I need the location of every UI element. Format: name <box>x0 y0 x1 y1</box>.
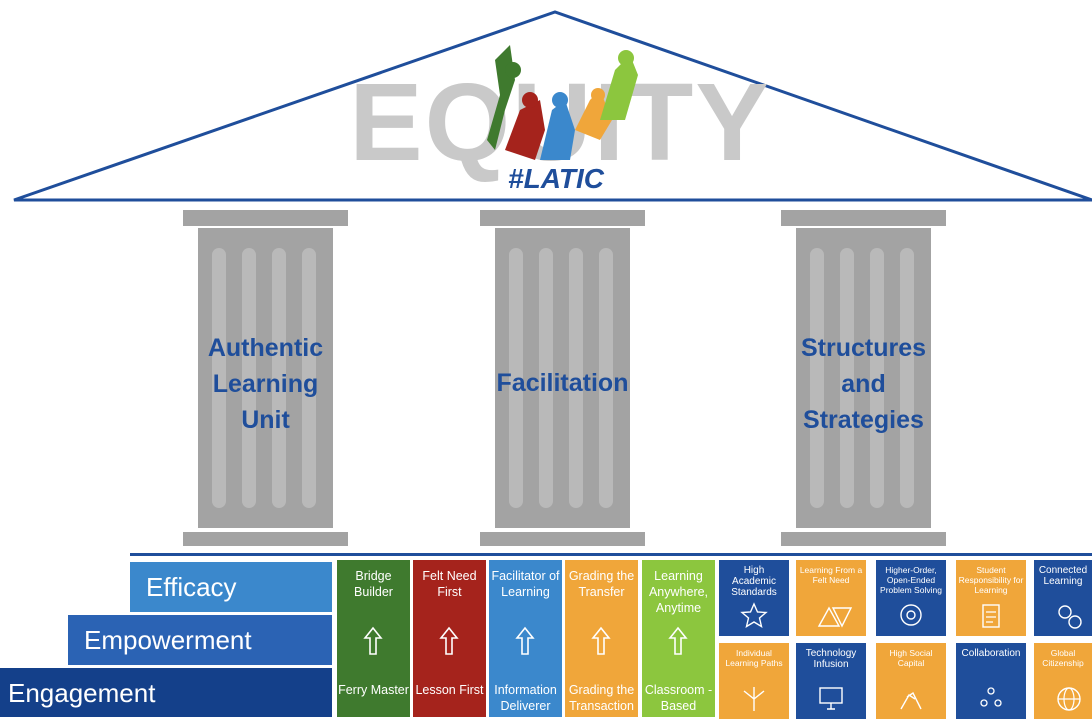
pillar-flute <box>900 248 914 508</box>
strategy-tile: Technology Infusion <box>796 643 866 719</box>
tile-label: Higher-Order, Open-Ended Problem Solving <box>880 565 942 595</box>
strategy-tile: Higher-Order, Open-Ended Problem Solving <box>876 560 946 636</box>
pillar-flute <box>810 248 824 508</box>
jumping-figures-icon <box>487 45 638 160</box>
tile-label: Learning From a Felt Need <box>799 565 863 585</box>
pillar-label-line: Authentic <box>207 334 324 362</box>
hands-icon <box>900 691 922 710</box>
pillar-shaft <box>796 228 931 528</box>
up-arrow-icon <box>591 626 611 655</box>
strategy-tile: Individual Learning Paths <box>719 643 789 719</box>
pillar-capital <box>183 210 348 226</box>
pillar-label-line: Unit <box>241 406 290 434</box>
pillar-base <box>183 532 348 546</box>
pillar-flute <box>242 248 256 508</box>
pillar-base <box>480 532 645 546</box>
strategy-tile: High Social Capital <box>876 643 946 719</box>
pillar-label-line: Facilitation <box>496 369 629 397</box>
up-arrow-icon <box>363 626 383 655</box>
head-gear-icon <box>900 604 922 626</box>
up-arrow-icon <box>515 626 535 655</box>
tile-label: Collaboration <box>961 648 1021 659</box>
transition-origin: Information Deliverer <box>494 683 557 713</box>
transition-target: Learning Anywhere, Anytime <box>648 569 709 615</box>
tile-label: Student Responsibility for Learning <box>958 565 1024 595</box>
globe-icon <box>1057 687 1081 711</box>
clipboard-icon <box>982 604 1000 628</box>
strategy-tile: Collaboration <box>956 643 1026 719</box>
tile-label: Individual Learning Paths <box>725 648 783 668</box>
up-arrow-icon <box>668 626 688 655</box>
tile-label: High Academic Standards <box>731 565 777 598</box>
transition-origin: Lesson First <box>415 683 484 697</box>
strategy-tile: Connected Learning <box>1034 560 1092 636</box>
pillar-label-line: Structures <box>800 334 927 362</box>
pillar-flute <box>870 248 884 508</box>
tile-label: Global Citizenship <box>1042 648 1084 668</box>
pillar-label-line: and <box>841 370 886 398</box>
triangles-icon <box>817 606 853 628</box>
foundation-line <box>130 553 1092 556</box>
people-icon <box>980 687 1002 707</box>
transition-target: Bridge Builder <box>354 569 393 599</box>
pillar-label: Facilitation <box>480 365 645 401</box>
pillar-label-line: Strategies <box>803 406 924 434</box>
step-label: Empowerment <box>84 625 252 655</box>
paths-icon <box>743 687 765 711</box>
pillar-flute <box>539 248 553 508</box>
step-efficacy: Efficacy <box>130 562 332 612</box>
roof-hashtag: #LATIC <box>508 163 605 194</box>
pillar-flute <box>302 248 316 508</box>
pillar-flute <box>212 248 226 508</box>
transition-target: Grading the Transfer <box>568 569 635 599</box>
tile-label: High Social Capital <box>889 648 933 668</box>
step-label: Efficacy <box>146 572 237 602</box>
computer-icon <box>819 687 843 710</box>
transition-origin: Classroom - Based <box>644 683 713 713</box>
pillar-flute <box>840 248 854 508</box>
up-arrow-icon <box>439 626 459 655</box>
gears-icon <box>1058 605 1082 629</box>
pillar-capital <box>781 210 946 226</box>
step-empowerment: Empowerment <box>68 615 332 665</box>
strategy-tile: High Academic Standards <box>719 560 789 636</box>
pillar-shaft <box>198 228 333 528</box>
transition-origin: Ferry Master <box>338 683 409 697</box>
pillar-shaft <box>495 228 630 528</box>
pillar-flute <box>509 248 523 508</box>
pillar-flute <box>272 248 286 508</box>
roof-triangle <box>13 10 1092 202</box>
strategy-tile: Global Citizenship <box>1034 643 1092 719</box>
tile-label: Connected Learning <box>1038 565 1088 587</box>
pillar-flute <box>569 248 583 508</box>
transition-target: Felt Need First <box>422 569 477 599</box>
transition-origin: Grading the Transaction <box>568 683 635 713</box>
transition-target: Facilitator of Learning <box>491 569 560 599</box>
tile-label: Technology Infusion <box>805 648 857 670</box>
pillar-label-line: Learning <box>212 370 319 398</box>
strategy-tile: Learning From a Felt Need <box>796 560 866 636</box>
pillar-flute <box>599 248 613 508</box>
step-engagement: Engagement <box>0 668 332 717</box>
pillar-base <box>781 532 946 546</box>
pillar-capital <box>480 210 645 226</box>
star-icon <box>740 602 768 628</box>
step-label: Engagement <box>8 677 156 708</box>
strategy-tile: Student Responsibility for Learning <box>956 560 1026 636</box>
